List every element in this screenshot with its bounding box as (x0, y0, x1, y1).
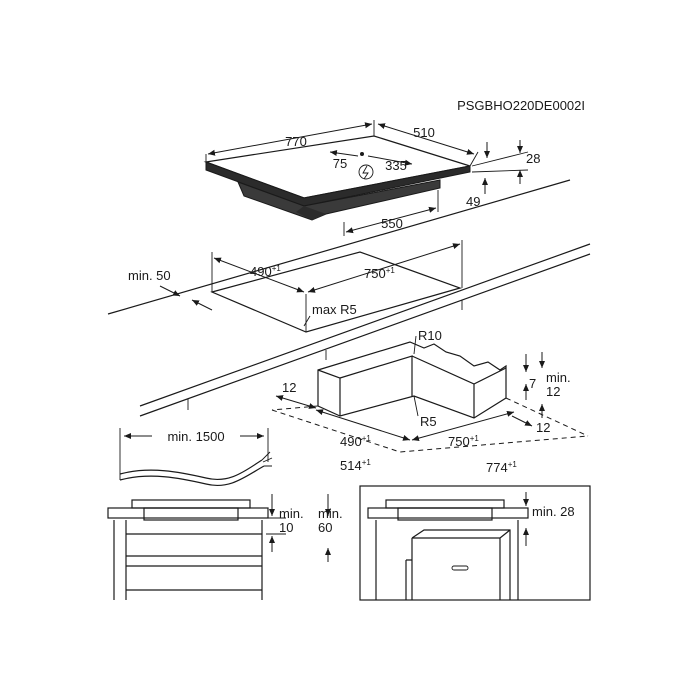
dim-hob-depth: 510 (377, 123, 479, 167)
drawer-value-b: 60 (318, 520, 332, 535)
figure-code: PSGBHO220DE0002I (457, 98, 585, 113)
power-connection-icon (358, 164, 374, 180)
drawer-section: min. 10 min. 60 (107, 494, 343, 600)
conn-right-value: 335 (385, 158, 407, 173)
dim-connection: 75 335 (329, 150, 413, 173)
hob-housing-base (296, 206, 326, 220)
svg-text:774+1: 774+1 (486, 460, 517, 475)
cable-illustration: min. 1500 (119, 428, 273, 486)
dim-corner-inner: 490+1 750+1 (315, 409, 515, 449)
corner-edge-left: 12 (282, 380, 296, 395)
dim-hob-height: 28 (471, 140, 540, 184)
svg-text:490+1: 490+1 (340, 434, 371, 449)
svg-text:514+1: 514+1 (340, 458, 371, 473)
corner-side-value: 7 (529, 376, 536, 391)
dim-corner-right: 12 (511, 415, 550, 435)
svg-text:750+1: 750+1 (448, 434, 479, 449)
corner-outer-depth: 514 (340, 458, 362, 473)
corner-width-tol: +1 (470, 434, 480, 443)
corner-depth-value: 490 (340, 434, 362, 449)
cutout-width-value: 750 (364, 266, 386, 281)
hob-edge (205, 161, 471, 207)
drawer-min-label-b: min. (318, 506, 343, 521)
radius-label: max R5 (312, 302, 357, 317)
corner-width-value: 750 (448, 434, 470, 449)
hob-housing (237, 179, 441, 221)
svg-text:750+1: 750+1 (364, 266, 395, 281)
oven-min-label: min. 28 (532, 504, 575, 519)
cable-length-label: min. 1500 (167, 429, 224, 444)
corner-min-value: 12 (546, 384, 560, 399)
dim-corner-side: 7 min. 12 (523, 352, 571, 418)
corner-outer-depth-tol: +1 (362, 458, 372, 467)
cutout (210, 240, 463, 333)
cutout-depth-tolerance: +1 (272, 264, 282, 273)
dim-lower-height: 49 (466, 178, 488, 209)
lower-width-value: 550 (381, 216, 403, 231)
drawer-value-a: 10 (279, 520, 293, 535)
dim-cutout-width: 750+1 (307, 243, 461, 293)
hob-illustration (203, 135, 471, 221)
dim-lower-width: 550 (343, 190, 439, 236)
corner-worktop (317, 341, 507, 419)
svg-text:490+1: 490+1 (250, 264, 281, 279)
corner-depth-tol: +1 (362, 434, 372, 443)
corner-min-label: min. (546, 370, 571, 385)
worktop (107, 179, 591, 417)
dim-corner-left: 12 (275, 380, 317, 409)
hob-height-value: 28 (526, 151, 540, 166)
hob-depth-value: 510 (413, 125, 435, 140)
dim-hob-width: 770 (205, 120, 375, 162)
corner-outer-width: 774 (486, 460, 508, 475)
corner-r5: R5 (420, 414, 437, 429)
corner-edge-right: 12 (536, 420, 550, 435)
dim-min-50: min. 50 (128, 268, 213, 311)
corner-outline (271, 397, 589, 453)
conn-left-value: 75 (333, 156, 347, 171)
corner-r10: R10 (418, 328, 442, 343)
dim-cutout-depth: 490+1 (213, 257, 305, 293)
cutout-depth-value: 490 (250, 264, 272, 279)
cutout-width-tolerance: +1 (386, 266, 396, 275)
min-front-label: min. 50 (128, 268, 171, 283)
hob-width-value: 770 (285, 134, 307, 149)
lower-height-value: 49 (466, 194, 480, 209)
drawer-min-label-a: min. (279, 506, 304, 521)
radius-callout: max R5 (303, 302, 357, 327)
dim-corner-outer: 514+1 774+1 (340, 458, 517, 475)
oven-section: min. 28 (359, 485, 591, 601)
corner-outer-width-tol: +1 (508, 460, 518, 469)
